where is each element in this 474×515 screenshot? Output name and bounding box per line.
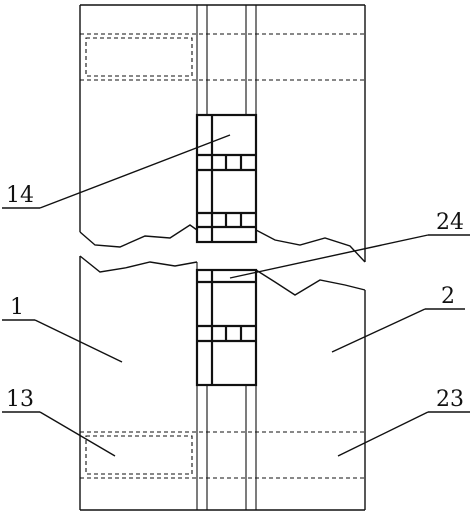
lower-left-break-line	[79, 255, 198, 273]
label-14: 14	[6, 183, 34, 208]
upper-dashed-pocket	[85, 37, 193, 77]
label-23: 23	[436, 387, 464, 412]
lower-right-break-line	[255, 269, 366, 296]
leader-1	[34, 319, 123, 363]
upper-segment	[79, 4, 366, 263]
upper-left-break-line	[79, 224, 198, 248]
leader-24	[229, 234, 429, 279]
lower-segment	[79, 255, 366, 511]
label-1: 1	[10, 295, 24, 320]
upper-right-break-line	[255, 229, 366, 263]
label-2: 2	[441, 284, 455, 309]
leader-23	[337, 411, 429, 457]
leader-14	[39, 134, 231, 209]
lower-dashed-pocket	[85, 435, 193, 475]
leader-2	[331, 308, 426, 353]
leader-13	[39, 411, 116, 457]
label-13: 13	[6, 387, 34, 412]
label-24: 24	[436, 210, 464, 235]
callouts: 14 24 1 2 13 23	[2, 134, 470, 457]
lower-block-stack	[195, 268, 258, 387]
upper-block-stack	[195, 113, 258, 244]
